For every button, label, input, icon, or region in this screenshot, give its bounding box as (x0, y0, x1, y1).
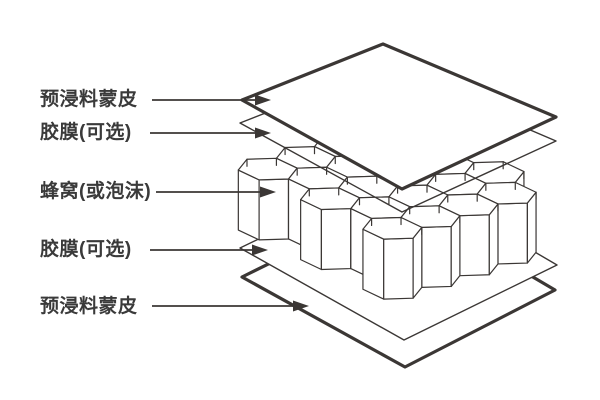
arrowhead-icon (260, 186, 276, 198)
label-honeycomb-core: 蜂窝(或泡沫) (40, 181, 152, 202)
label-bottom-adhesive-film: 胶膜(可选) (40, 239, 132, 260)
arrowhead-icon (252, 244, 268, 256)
leader-arrows (150, 94, 309, 312)
label-top-prepreg-skin: 预浸料蒙皮 (40, 89, 138, 110)
arrowhead-icon (255, 127, 271, 139)
arrowhead-icon (255, 94, 271, 106)
label-top-adhesive-film: 胶膜(可选) (40, 122, 132, 143)
top-prepreg-skin-sheet (240, 42, 558, 191)
arrowhead-icon (293, 300, 309, 312)
label-bottom-prepreg-skin: 预浸料蒙皮 (40, 296, 138, 317)
